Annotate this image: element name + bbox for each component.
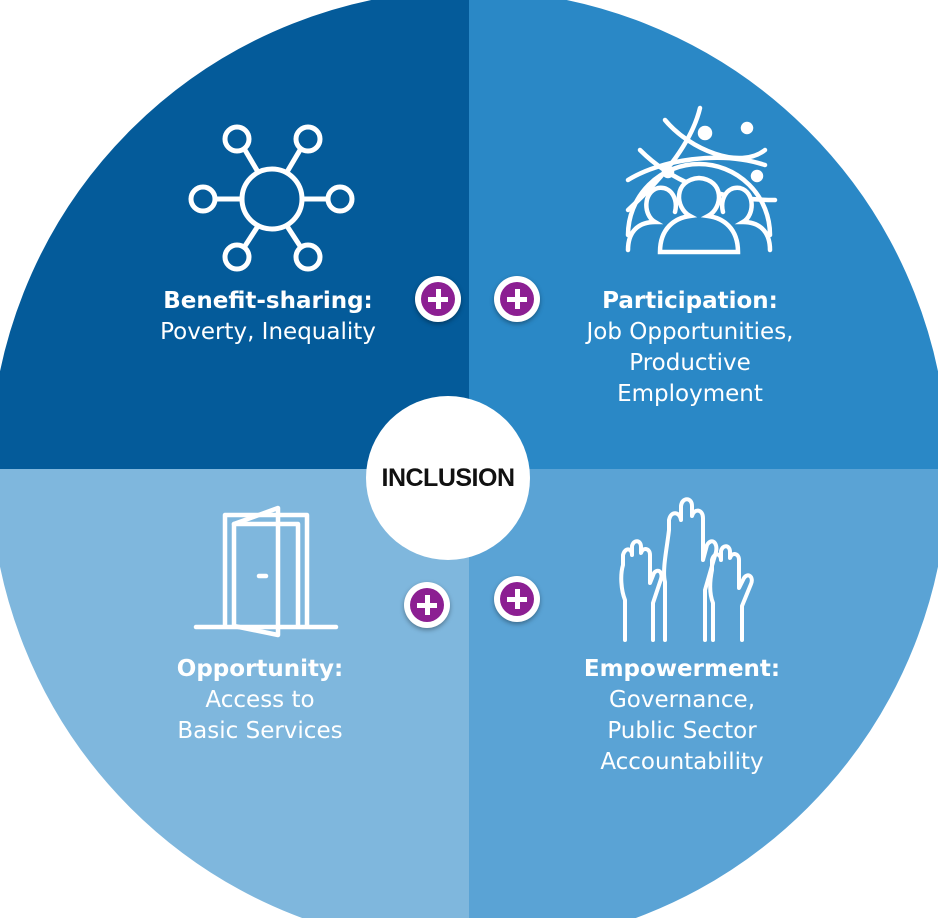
text-benefit-sharing-line-1: Poverty, Inequality [160,319,376,345]
plus-circle-icon [494,276,540,322]
text-opportunity-line-1: Access to [205,687,315,713]
label-opportunity: Opportunity: Access to Basic Services [110,654,410,747]
plus-circle-icon [494,576,540,622]
raised-hands-icon [619,497,754,642]
heading-opportunity: Opportunity: [176,656,344,682]
open-door-icon [193,505,339,638]
heading-empowerment: Empowerment: [583,656,781,682]
globe-people-icon [625,105,778,255]
text-participation-line-1: Job Opportunities, [586,319,794,345]
label-participation: Participation: Job Opportunities, Produc… [540,286,840,410]
center-label: INCLUSION [381,463,516,492]
network-nodes-icon [188,124,355,272]
text-opportunity-line-2: Basic Services [177,718,343,744]
plus-circle-icon [415,276,461,322]
text-empowerment-line-1: Governance, [608,687,756,713]
plus-circle-icon [404,582,450,628]
center-circle: INCLUSION [366,396,530,560]
label-benefit-sharing: Benefit-sharing: Poverty, Inequality [118,286,418,348]
text-empowerment-line-3: Accountability [600,749,764,775]
label-empowerment: Empowerment: Governance, Public Sector A… [532,654,832,778]
text-participation-line-3: Employment [617,381,763,407]
text-participation-line-2: Productive [629,350,751,376]
heading-benefit-sharing: Benefit-sharing: [163,288,373,314]
heading-participation: Participation: [602,288,778,314]
quadrant-benefit-sharing [0,0,469,469]
text-empowerment-line-2: Public Sector [607,718,757,744]
